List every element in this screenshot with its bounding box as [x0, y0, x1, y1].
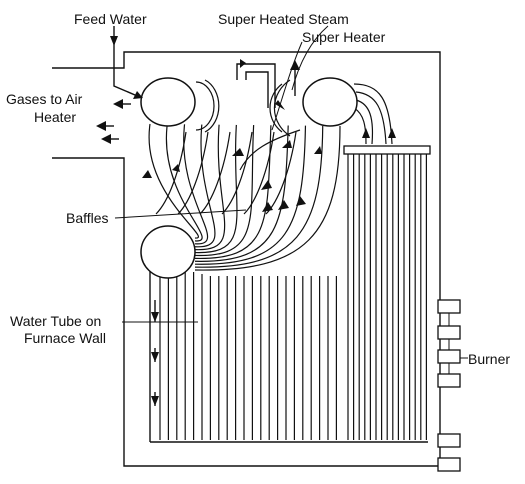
water-tubes-furnace-wall: [159, 264, 337, 440]
curved-tube: [194, 125, 324, 268]
curved-tube: [165, 124, 203, 242]
gas-flow-arrows: [96, 99, 131, 144]
curved-tube: [194, 125, 272, 259]
baffle-stroke: [243, 131, 275, 215]
curved-tube: [194, 124, 226, 251]
label-baffles: Baffles: [66, 210, 109, 226]
curved-tube: [194, 125, 289, 262]
burner-icon: [437, 457, 461, 472]
label-super-heater: Super Heater: [302, 29, 386, 45]
label-super-heated-steam: Super Heated Steam: [218, 11, 349, 27]
baffle-stroke: [177, 131, 209, 215]
curved-tube: [194, 125, 307, 265]
feed-water-inlet: [110, 26, 143, 99]
steam-drum-right: [302, 77, 358, 127]
curved-tube: [148, 123, 199, 239]
curved-tube: [194, 125, 255, 257]
boiler-casing: [52, 51, 441, 467]
burner-icon: [437, 349, 461, 364]
label-gases-line2: Heater: [34, 109, 76, 125]
burner-icon: [437, 325, 461, 340]
downcomer-arrows: [151, 300, 159, 406]
curved-tube: [194, 124, 216, 248]
label-burner: Burner: [468, 351, 510, 367]
header-box: [343, 145, 431, 155]
labels: Feed Water Super Heated Steam Super Heat…: [6, 11, 510, 367]
steam-drum-left: [140, 77, 196, 127]
baffle-stroke: [199, 131, 231, 215]
mud-drum: [140, 225, 196, 279]
label-gases-line1: Gases to Air: [6, 91, 83, 107]
steam-flow-arrows: [142, 60, 322, 212]
curved-water-tubes: [148, 123, 341, 271]
leader-lines: [114, 25, 468, 359]
burner-icon: [437, 299, 461, 314]
burner-group: [437, 299, 461, 472]
label-feed-water: Feed Water: [74, 11, 147, 27]
steam-outlet-pipe: [236, 59, 276, 108]
super-heater-coils: [195, 79, 301, 171]
baffle-stroke: [221, 131, 253, 215]
label-water-tube-line2: Furnace Wall: [24, 330, 106, 346]
label-water-tube-line1: Water Tube on: [10, 313, 101, 329]
baffle-stroke: [155, 131, 187, 215]
curved-tube: [194, 125, 341, 271]
burner-icon: [437, 433, 461, 448]
drum-to-header-tubes: [353, 83, 396, 145]
burner-icon: [437, 373, 461, 388]
right-tube-bank: [347, 154, 427, 440]
